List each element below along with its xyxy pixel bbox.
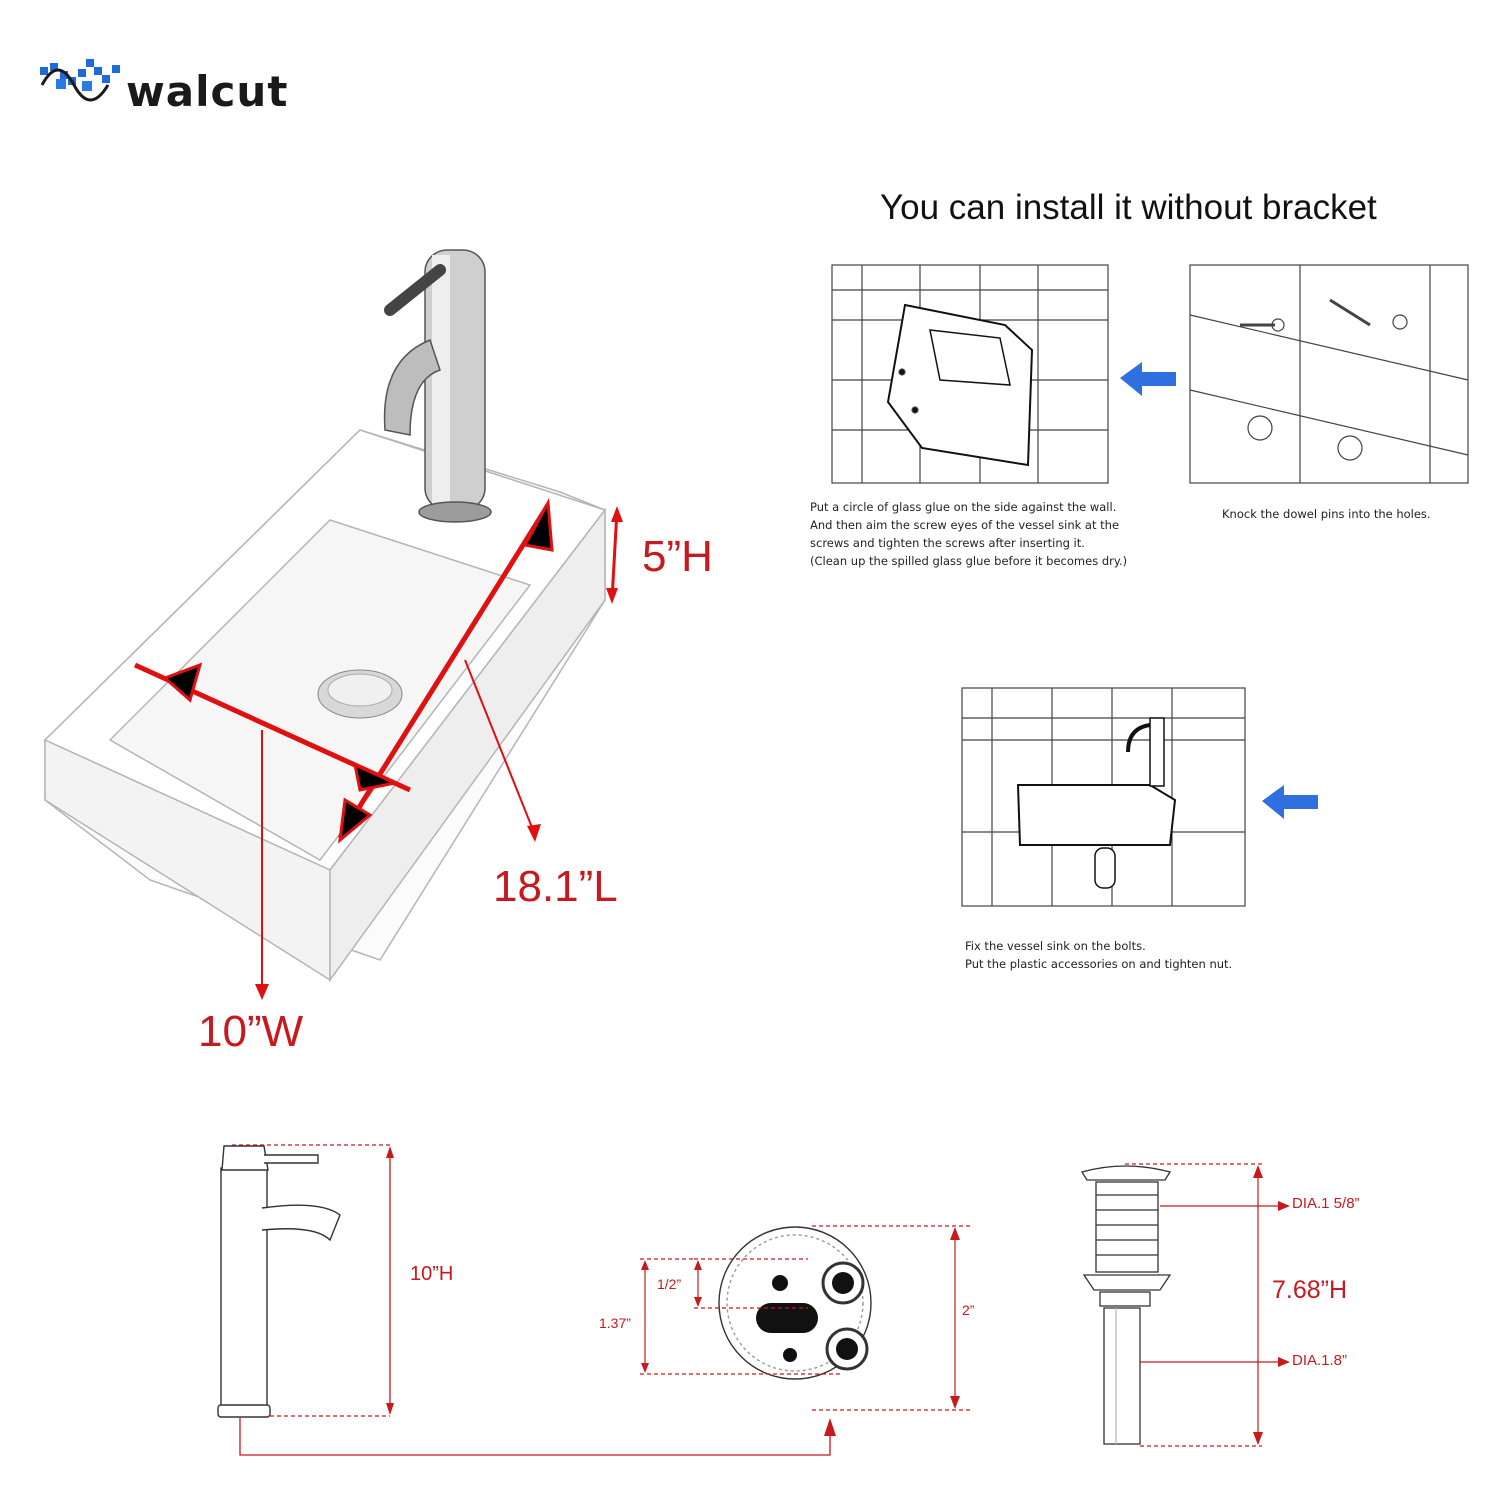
- arrowheads: [162, 497, 554, 844]
- faucet-dimension-lines: [232, 1144, 831, 1456]
- step-1-line: Put a circle of glass glue on the side a…: [810, 500, 1117, 514]
- base-plate-dimension-lines: [640, 1225, 972, 1411]
- step-2-line: Knock the dowel pins into the holes.: [1222, 507, 1431, 521]
- step-1-line: (Clean up the spilled glass glue before …: [810, 554, 1128, 568]
- blue-arrow-icon: [1120, 362, 1176, 396]
- install-panel-2: [1189, 264, 1469, 484]
- hole-spacing-label: 1/2”: [657, 1276, 682, 1292]
- install-headline: You can install it without bracket: [880, 188, 1377, 227]
- install-panel-1: [831, 264, 1109, 484]
- height-dimension-label: 5”H: [642, 532, 713, 581]
- faucet-dimension-arrowheads: [386, 1146, 836, 1436]
- step-3-line: Put the plastic accessories on and tight…: [965, 957, 1233, 971]
- step-3-caption: Fix the vessel sink on the bolts. Put th…: [965, 937, 1232, 973]
- brand-name: walcut: [126, 67, 289, 116]
- drain-top-diameter-label: DIA.1 5/8”: [1292, 1195, 1360, 1212]
- faucet-height-label: 10”H: [410, 1263, 454, 1285]
- step-1-line: And then aim the screw eyes of the vesse…: [810, 518, 1120, 532]
- step-1-caption: Put a circle of glass glue on the side a…: [810, 498, 1127, 570]
- drain-arrowheads: [1253, 1165, 1290, 1445]
- drain-diagram: [1080, 1165, 1172, 1445]
- drain-dimension-lines: [1125, 1163, 1282, 1447]
- drain-plug-icon: [317, 669, 403, 719]
- step-2-caption: Knock the dowel pins into the holes.: [1222, 505, 1431, 523]
- overall-spacing-label: 1.37”: [599, 1315, 631, 1331]
- brand-logo: walcut: [38, 45, 308, 125]
- step-1-line: screws and tighten the screws after inse…: [810, 536, 1085, 550]
- width-dimension-label: 10”W: [198, 1007, 304, 1056]
- drain-height-label: 7.68”H: [1272, 1276, 1348, 1304]
- sink-faucet-icon: [383, 249, 492, 523]
- leader-arrowheads: [255, 506, 623, 1000]
- install-panel-3: [961, 687, 1246, 907]
- base-diameter-label: 2”: [962, 1302, 975, 1318]
- base-plate-diagram: [718, 1226, 872, 1380]
- faucet-diagram: [217, 1145, 341, 1418]
- drain-body-diameter-label: DIA.1.8”: [1292, 1352, 1348, 1369]
- wave-logo-icon: [40, 59, 120, 102]
- blue-arrow-icon: [1262, 785, 1318, 819]
- length-dimension-label: 18.1”L: [493, 862, 618, 911]
- base-plate-arrowheads: [641, 1227, 960, 1409]
- step-3-line: Fix the vessel sink on the bolts.: [965, 939, 1146, 953]
